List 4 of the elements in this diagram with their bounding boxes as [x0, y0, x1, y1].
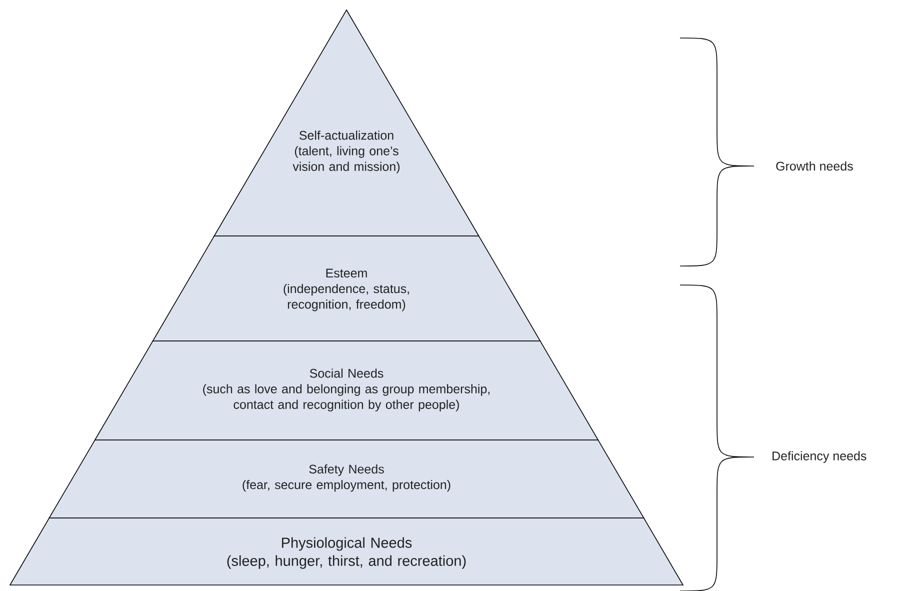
pyramid-layer: Safety Needs (fear, secure employment, protection) [48, 440, 644, 518]
pyramid-layer: Esteem (independence, status, recognition, freedom) [152, 236, 541, 342]
group-label: Growth needs [776, 161, 853, 171]
group-label: Deficiency needs [772, 451, 866, 463]
